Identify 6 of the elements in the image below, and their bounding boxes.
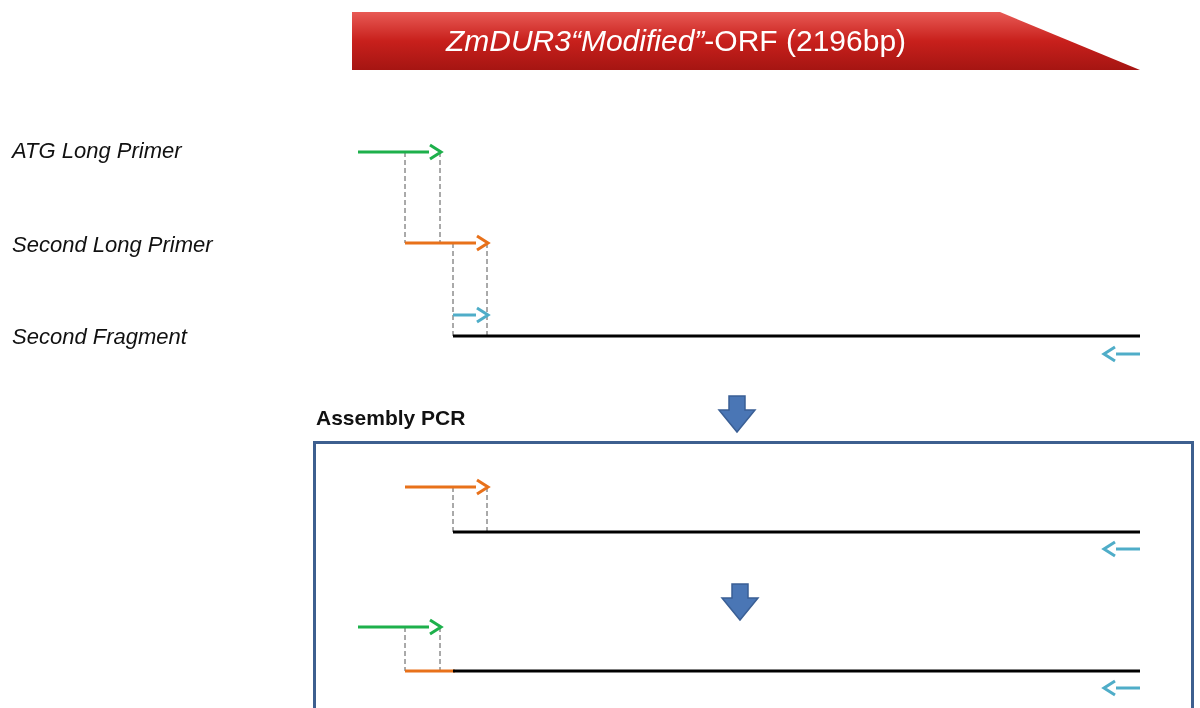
title-banner [352,12,1142,70]
banner-title: ZmDUR3“Modified”-ORF (2196bp) [444,24,908,58]
row-label: ATG Long Primer [12,138,182,164]
panel-title: Assembly PCR [316,405,466,431]
row-label: Second Long Primer [12,232,213,258]
row-label: Second Fragment [12,324,187,350]
